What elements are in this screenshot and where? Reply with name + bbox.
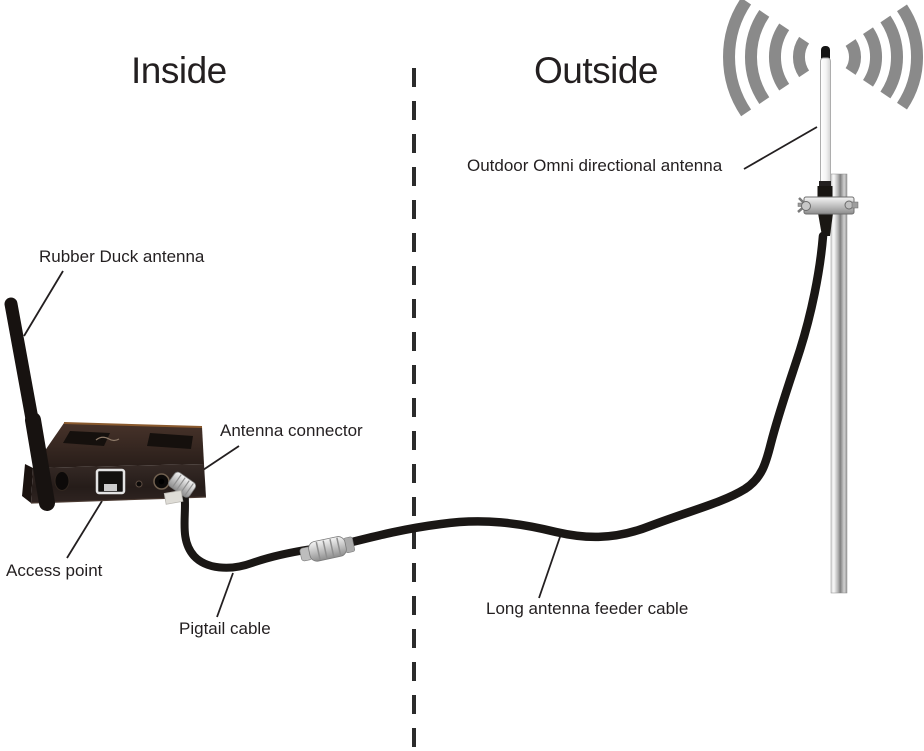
feeder-cable <box>335 231 828 550</box>
signal-waves-left-icon <box>723 0 810 117</box>
leader-pigtail <box>216 572 234 618</box>
device-logo <box>95 436 120 442</box>
mast-clamp <box>797 196 859 215</box>
device-vent-right <box>147 433 193 449</box>
leader-omni <box>743 126 818 170</box>
reset-hole <box>135 480 143 488</box>
leader-feeder <box>538 533 562 599</box>
device-vent-left <box>63 431 110 446</box>
antenna-base-step <box>819 181 831 188</box>
feeder-cable-label: Long antenna feeder cable <box>486 599 689 618</box>
clamp-wing-nut <box>801 201 811 211</box>
antenna-base-collar <box>817 186 833 198</box>
leader-antenna-connector <box>202 445 240 471</box>
inside-section-title: Inside <box>131 50 227 91</box>
device-antenna-connector <box>168 471 197 498</box>
rubber-duck-antenna-label: Rubber Duck antenna <box>39 247 205 266</box>
antenna-rod <box>820 57 831 191</box>
ethernet-port-tab <box>104 484 117 491</box>
device-left-face <box>22 464 33 503</box>
rubber-duck-antenna <box>4 297 55 511</box>
outside-section-title: Outside <box>534 50 659 91</box>
mast-pole <box>830 173 848 594</box>
outdoor-omni-antenna-label: Outdoor Omni directional antenna <box>467 156 723 175</box>
inline-connector <box>299 536 356 562</box>
ethernet-port <box>95 468 126 495</box>
pigtail-cable <box>180 485 316 572</box>
device-antenna-mount <box>54 471 70 491</box>
outdoor-omni-antenna <box>817 46 833 236</box>
pigtail-cable-label: Pigtail cable <box>179 619 271 638</box>
device-top-edge-highlight <box>63 422 203 428</box>
signal-waves-right-icon <box>845 4 924 110</box>
device-connector-sticker <box>163 490 184 505</box>
power-jack-pin <box>158 478 165 485</box>
access-point-device <box>22 422 207 504</box>
antenna-connector-label: Antenna connector <box>220 421 363 440</box>
antenna-base-mount <box>818 213 833 236</box>
leader-access-point <box>66 500 103 559</box>
leader-lines <box>23 126 818 618</box>
access-point-label: Access point <box>6 561 103 580</box>
leader-rubber-duck <box>23 270 64 337</box>
